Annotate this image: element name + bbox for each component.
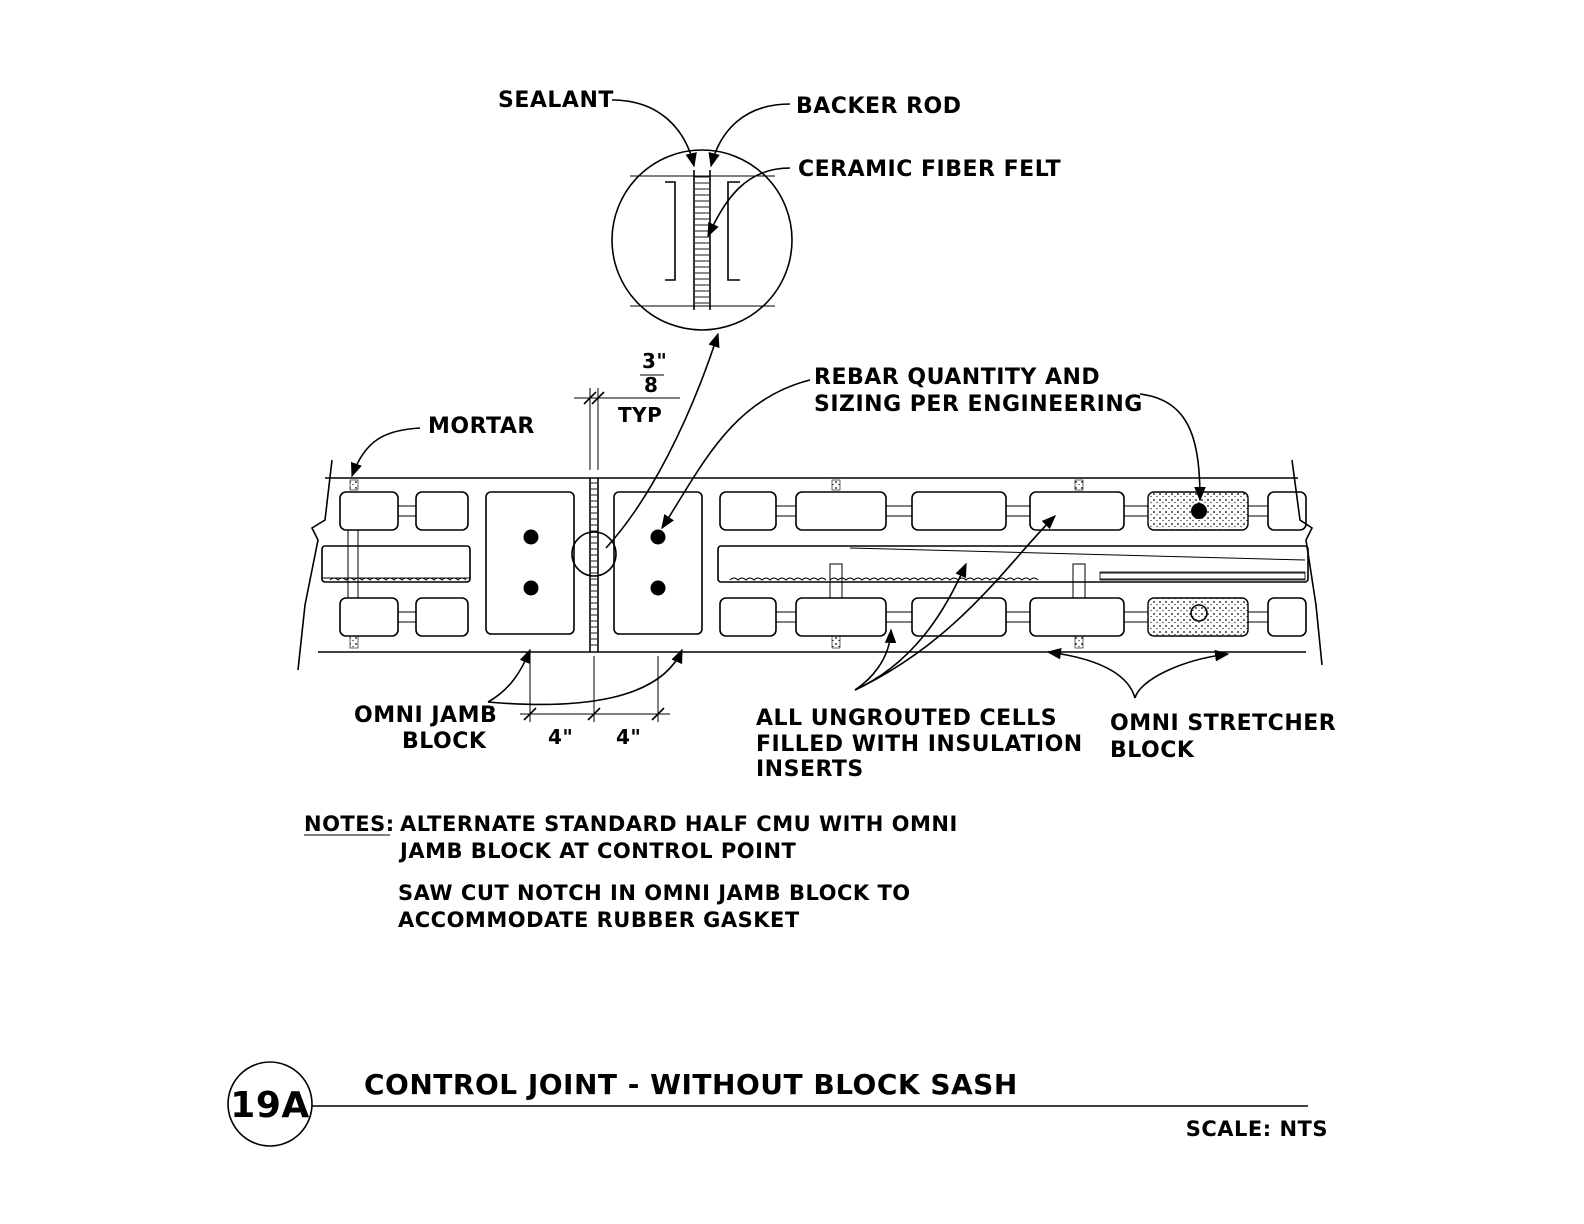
detail-number-bubble [227, 1061, 313, 1147]
note1-line2: JAMB BLOCK AT CONTROL POINT [398, 839, 797, 863]
label-ungrouted-line2: FILLED WITH INSULATION [756, 732, 1083, 757]
label-mortar: MORTAR [428, 414, 535, 439]
note2-line1: SAW CUT NOTCH IN OMNI JAMB BLOCK TO [398, 881, 911, 905]
label-stretcher-line1: OMNI STRETCHER [1110, 711, 1336, 736]
label-rebar-line2: SIZING PER ENGINEERING [814, 392, 1143, 417]
notes-block: NOTES: ALTERNATE STANDARD HALF CMU WITH … [304, 812, 958, 932]
callout-labels: SEALANT BACKER ROD CERAMIC FIBER FELT 3"… [354, 88, 1336, 782]
label-omni-jamb-line1: OMNI JAMB [354, 703, 497, 728]
enlarged-joint-detail [611, 149, 793, 331]
leader-lines [350, 99, 1230, 706]
label-ungrouted-line3: INSERTS [756, 757, 864, 782]
label-sealant: SEALANT [498, 88, 614, 113]
drawing-title: CONTROL JOINT - WITHOUT BLOCK SASH [364, 1068, 1018, 1101]
dimension-fraction-numerator: 3" [642, 349, 667, 373]
dimension-typ: TYP [618, 403, 662, 427]
cmu-wall-plan [297, 459, 1323, 671]
label-omni-jamb-line2: BLOCK [402, 729, 487, 754]
note2-line2: ACCOMMODATE RUBBER GASKET [398, 908, 800, 932]
note1-line1: ALTERNATE STANDARD HALF CMU WITH OMNI [400, 812, 958, 836]
title-block: 19A CONTROL JOINT - WITHOUT BLOCK SASH S… [227, 1061, 1328, 1147]
dimension-right-4in: 4" [616, 725, 641, 749]
label-ceramic-fiber-felt: CERAMIC FIBER FELT [798, 157, 1061, 182]
label-rebar-line1: REBAR QUANTITY AND [814, 365, 1100, 390]
detail-number: 19A [230, 1085, 309, 1126]
dimension-lines [520, 374, 680, 722]
notes-heading: NOTES: [304, 812, 395, 836]
label-backer-rod: BACKER ROD [796, 94, 962, 119]
scale-label: SCALE: NTS [1186, 1117, 1328, 1141]
label-stretcher-line2: BLOCK [1110, 738, 1195, 763]
dimension-left-4in: 4" [548, 725, 573, 749]
label-ungrouted-line1: ALL UNGROUTED CELLS [756, 706, 1057, 731]
dimension-fraction-denominator: 8 [644, 373, 658, 397]
